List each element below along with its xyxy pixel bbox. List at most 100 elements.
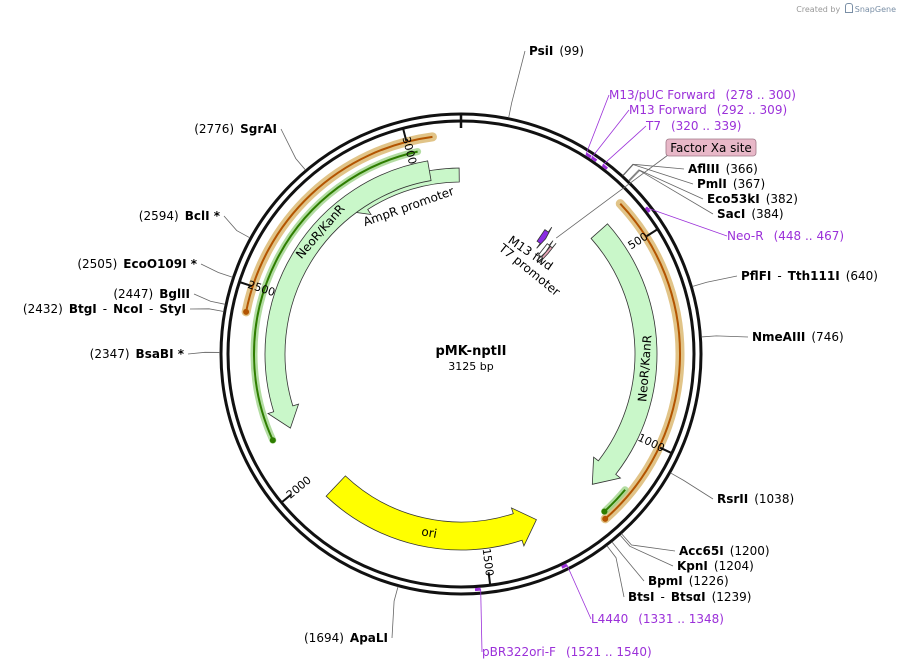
site-part: Acc65I — [679, 544, 724, 558]
site-part: SacI — [717, 207, 745, 221]
site-leader-384 — [628, 170, 714, 215]
primer-part: (292 .. 309) — [717, 103, 787, 117]
site-part: Tth111I — [788, 269, 840, 283]
site-label-2776[interactable]: (2776)SgrAI — [194, 122, 277, 136]
site-part: BtsI — [628, 590, 655, 604]
site-label-1200[interactable]: Acc65I(1200) — [679, 544, 770, 558]
credit-brand: SnapGene — [854, 5, 896, 14]
tick-mark-3000 — [402, 128, 408, 142]
feature-label-ori: ori — [420, 524, 438, 541]
factor-xa-box[interactable] — [665, 138, 757, 157]
site-part: PmlI — [697, 177, 727, 191]
site-label-1239[interactable]: BtsI-BtsαI(1239) — [628, 590, 751, 604]
primer-label-320[interactable]: T7(320 .. 339) — [645, 119, 741, 133]
site-part: (1226) — [689, 574, 729, 588]
tick-mark-500 — [646, 228, 659, 237]
site-label-746[interactable]: NmeAIII(746) — [752, 330, 844, 344]
plasmid-size: 3125 bp — [448, 360, 493, 373]
site-part: (2347) — [90, 347, 130, 361]
primer-leader-320 — [602, 125, 647, 166]
feature-m13fwd[interactable] — [536, 226, 553, 249]
site-part: KpnI — [677, 559, 708, 573]
site-part: BpmI — [648, 574, 683, 588]
feature-t7prom[interactable] — [536, 240, 554, 262]
site-leader-1200 — [621, 533, 676, 552]
site-label-2447[interactable]: (2447)BglII — [113, 287, 190, 301]
site-label-367[interactable]: PmlI (367) — [697, 177, 765, 191]
site-part: (1204) — [714, 559, 754, 573]
snapgene-logo-icon — [844, 3, 853, 13]
site-part: NcoI — [113, 302, 143, 316]
site-leader-366 — [622, 163, 685, 176]
primer-label-1521[interactable]: pBR322ori-F(1521 .. 1540) — [482, 645, 652, 659]
site-part: (746) — [811, 330, 843, 344]
site-label-2347[interactable]: (2347)BsaBI * — [90, 347, 185, 361]
feature-xa[interactable] — [538, 242, 557, 264]
site-leader-746 — [701, 335, 749, 338]
snapgene-credit: Created by SnapGene — [796, 3, 896, 14]
site-part: (367) — [733, 177, 765, 191]
primer-leader-448 — [645, 207, 728, 237]
primer-part: M13/pUC Forward — [609, 88, 716, 102]
site-leader-1694 — [391, 586, 399, 639]
site-part: (1239) — [712, 590, 752, 604]
site-leader-2776 — [280, 128, 306, 171]
site-part: BtgI — [69, 302, 97, 316]
site-part: - — [149, 302, 153, 316]
primer-label-1331[interactable]: L4440 (1331 .. 1348) — [591, 612, 724, 626]
site-leader-2432 — [189, 308, 224, 312]
orf-line-orf-r-out — [604, 202, 681, 520]
primer-label-292[interactable]: M13 Forward (292 .. 309) — [629, 103, 787, 117]
site-label-1204[interactable]: KpnI (1204) — [677, 559, 754, 573]
primer-leader-1331 — [566, 564, 592, 620]
primer-mark-278 — [585, 152, 592, 159]
primer-part: (278 .. 300) — [726, 88, 796, 102]
site-part: - — [103, 302, 107, 316]
site-part: PflFI — [741, 269, 771, 283]
site-part: (1694) — [304, 631, 344, 645]
primer-part: (1331 .. 1348) — [638, 612, 724, 626]
tick-mark-2000 — [280, 493, 293, 504]
site-label-366[interactable]: AflIII(366) — [688, 162, 758, 176]
site-part: Eco53kI — [707, 192, 760, 206]
site-part: (640) — [846, 269, 878, 283]
site-label-382[interactable]: Eco53kI (382) — [707, 192, 798, 206]
center-label: pMK-nptII 3125 bp — [435, 344, 506, 373]
feature-ori[interactable] — [325, 475, 537, 551]
primer-part: (448 .. 467) — [774, 229, 844, 243]
primers-layer: M13/pUC Forward (278 .. 300) M13 Forward (2… — [474, 88, 844, 659]
site-leader-1239 — [606, 545, 625, 598]
site-label-640[interactable]: PflFI-Tth111I(640) — [741, 269, 878, 283]
primer-mark-292 — [590, 156, 598, 162]
site-part: PsiI — [529, 44, 553, 58]
primer-mark-320 — [601, 163, 609, 170]
site-part: (382) — [766, 192, 798, 206]
primer-label-448[interactable]: Neo-R(448 .. 467) — [727, 229, 844, 243]
site-label-2432[interactable]: (2432)BtgI-NcoI-StyI — [23, 302, 186, 316]
site-label-1226[interactable]: BpmI (1226) — [648, 574, 729, 588]
site-leader-99 — [508, 50, 526, 118]
orf-arrowhead-orf-r-out — [602, 515, 609, 522]
credit-text: Created by — [796, 5, 841, 14]
site-label-1038[interactable]: RsrII(1038) — [717, 492, 794, 506]
feature-label-neo-right: NeoR/KanR — [635, 334, 654, 402]
primer-part: L4440 — [591, 612, 628, 626]
site-label-99[interactable]: PsiI(99) — [529, 44, 584, 58]
site-label-384[interactable]: SacI(384) — [717, 207, 784, 221]
site-label-2594[interactable]: (2594)BclI * — [139, 209, 221, 223]
tick-label-1500: 1500 — [480, 548, 496, 577]
site-part: StyI — [159, 302, 186, 316]
primer-mark-1331 — [561, 563, 568, 569]
feature-neo-left[interactable] — [264, 160, 432, 429]
primer-part: M13 Forward — [629, 103, 707, 117]
orf-arrowhead-orf-r-in — [601, 508, 608, 515]
site-part: (2594) — [139, 209, 179, 223]
site-part: (1038) — [754, 492, 794, 506]
feature-neo-right[interactable] — [590, 223, 658, 485]
primer-part: (1521 .. 1540) — [566, 645, 652, 659]
primer-label-278[interactable]: M13/pUC Forward (278 .. 300) — [609, 88, 796, 102]
site-label-2505[interactable]: (2505)EcoO109I * — [77, 257, 197, 271]
site-leader-2347 — [187, 351, 221, 355]
site-label-1694[interactable]: (1694)ApaLI — [304, 631, 388, 645]
site-leader-1038 — [670, 472, 714, 500]
